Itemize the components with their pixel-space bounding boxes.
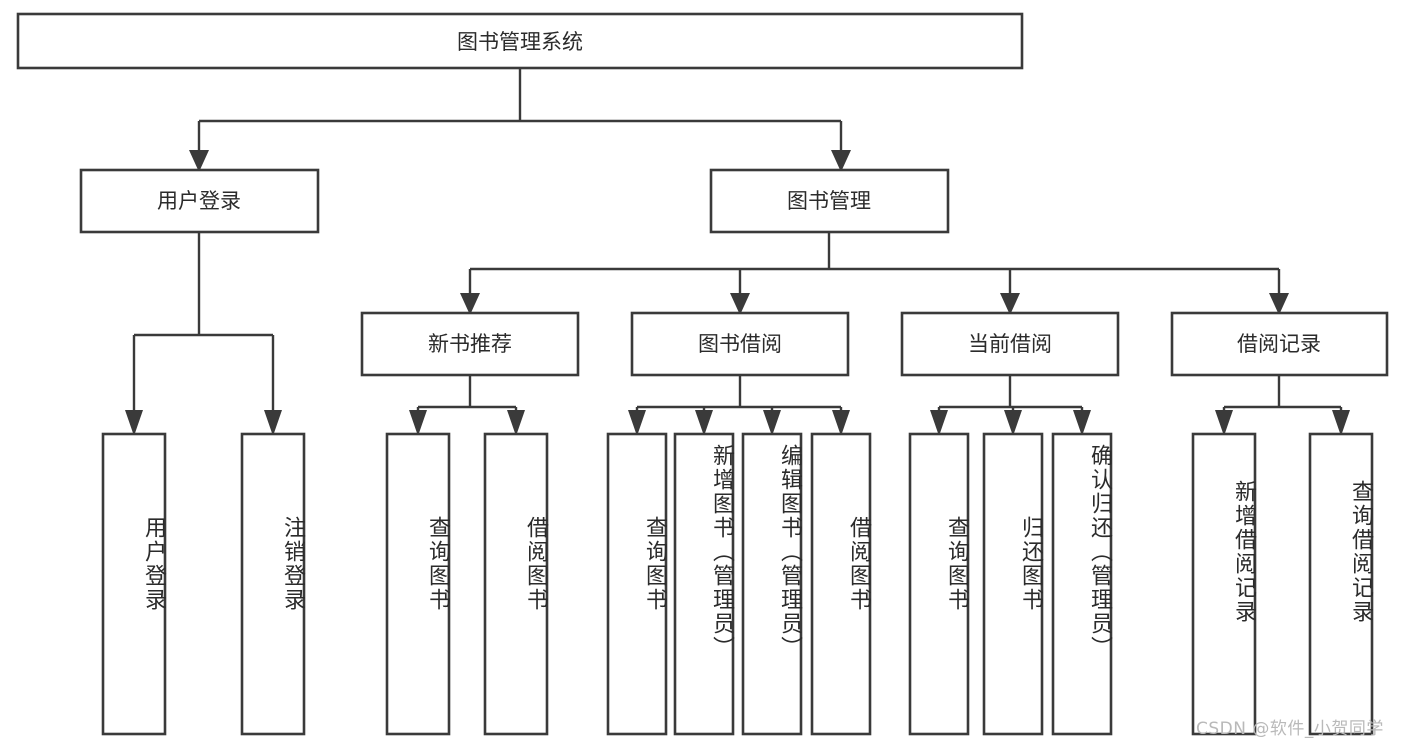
node-leaf-user-login-box[interactable] — [101, 432, 167, 736]
node-book-borrow-label: 图书借阅 — [698, 332, 782, 356]
node-user-login[interactable]: 用户登录 — [79, 168, 320, 234]
node-leaf-logout-box[interactable] — [240, 432, 306, 736]
node-new-book-recommend-box[interactable] — [360, 311, 580, 377]
arrow-icon-book-manage — [831, 150, 851, 172]
node-borrow-record-label: 借阅记录 — [1237, 332, 1321, 356]
arrow-icon-user-login — [189, 150, 209, 172]
node-book-borrow[interactable]: 图书借阅 — [630, 311, 850, 377]
node-user-login-box[interactable] — [79, 168, 320, 234]
node-book-manage[interactable]: 图书管理 — [709, 168, 950, 234]
arrow-icon-leaf-13 — [1332, 410, 1350, 436]
arrow-icon-leaf-4 — [507, 410, 525, 436]
arrow-icon-leaf-10 — [1004, 410, 1022, 436]
node-leaf-query-book-borrow-box[interactable] — [606, 432, 668, 736]
node-new-book-recommend-label: 新书推荐 — [428, 332, 512, 356]
node-current-borrow-label: 当前借阅 — [968, 332, 1052, 356]
node-root-box[interactable] — [16, 12, 1024, 70]
arrow-icon-leaf-1 — [125, 410, 143, 436]
node-leaf-query-record-box[interactable] — [1308, 432, 1374, 736]
arrow-icon-leaf-11 — [1073, 410, 1091, 436]
node-book-manage-label: 图书管理 — [787, 189, 871, 213]
csdn-watermark: CSDN @软件_小贺同学 — [1196, 719, 1384, 739]
node-leaf-return-book-box[interactable] — [982, 432, 1044, 736]
arrow-icon-leaf-3 — [409, 410, 427, 436]
node-leaf-query-book-cur-box[interactable] — [908, 432, 970, 736]
connector-bookborrow-bus — [635, 375, 843, 414]
arrow-icon-leaf-8 — [832, 410, 850, 436]
node-book-manage-box[interactable] — [709, 168, 950, 234]
node-borrow-record[interactable]: 借阅记录 — [1170, 311, 1389, 377]
arrow-icon-leaf-9 — [930, 410, 948, 436]
node-current-borrow[interactable]: 当前借阅 — [900, 311, 1120, 377]
connector-borrowrecord-bus — [1222, 375, 1343, 414]
node-user-login-label: 用户登录 — [157, 189, 241, 213]
connector-userlogin-bus — [132, 232, 275, 414]
connector-bookmanage-bus — [468, 232, 1281, 293]
connector-newbook-bus — [416, 375, 518, 414]
arrow-icon-borrow-rec — [1269, 293, 1289, 315]
node-leaf-add-book-admin-box[interactable] — [673, 432, 735, 736]
arrow-icon-leaf-5 — [628, 410, 646, 436]
connector-root-bus — [197, 68, 843, 150]
node-current-borrow-box[interactable] — [900, 311, 1120, 377]
node-book-borrow-box[interactable] — [630, 311, 850, 377]
node-new-book-recommend[interactable]: 新书推荐 — [360, 311, 580, 377]
node-leaf-confirm-return-admin-box[interactable] — [1051, 432, 1113, 736]
arrow-icon-new-book — [460, 293, 480, 315]
node-leaf-borrow-book-box[interactable] — [810, 432, 872, 736]
node-root[interactable]: 图书管理系统 — [16, 12, 1024, 70]
node-leaf-borrow-book-rec-box[interactable] — [483, 432, 549, 736]
node-borrow-record-box[interactable] — [1170, 311, 1389, 377]
arrow-icon-leaf-6 — [695, 410, 713, 436]
node-leaf-edit-book-admin-box[interactable] — [741, 432, 803, 736]
arrow-icon-cur-borrow — [1000, 293, 1020, 315]
arrow-icon-book-borrow — [730, 293, 750, 315]
arrow-icon-leaf-2 — [264, 410, 282, 436]
arrowhead-layer — [125, 150, 1350, 436]
node-leaf-query-book-rec-box[interactable] — [385, 432, 451, 736]
arrow-icon-leaf-7 — [763, 410, 781, 436]
node-leaf-add-record-box[interactable] — [1191, 432, 1257, 736]
node-root-label: 图书管理系统 — [457, 30, 583, 54]
leaf-box-layer — [101, 432, 1374, 736]
connector-layer — [132, 68, 1343, 414]
arrow-icon-leaf-12 — [1215, 410, 1233, 436]
connector-currentborrow-bus — [937, 375, 1084, 414]
